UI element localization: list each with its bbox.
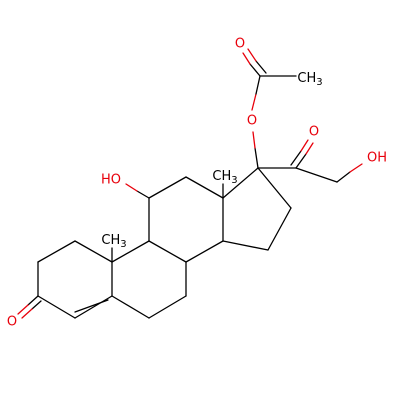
acetyl-ch3-label: CH3 [297,71,322,89]
hydroxyl-c11-label: HO [101,173,121,188]
side-hydroxyl-label: OH [367,151,387,166]
ketone-ring-bond [17,295,42,319]
ring-d [222,167,292,251]
ring-a [37,240,113,319]
methyl-c10-label: CH3 [101,233,126,251]
ketone-ring-o-label: O [7,315,17,330]
acetyl-o-label: O [235,37,245,52]
ring-b [111,240,187,319]
ring-c [148,176,224,263]
methyl-c13-label: CH3 [212,169,237,187]
side-ketone-o-label: O [309,125,319,140]
ester-o-label: O [247,114,257,129]
hydroxyl-c11-bond [125,183,150,199]
side-chain-bonds [257,139,363,183]
ester-bonds [242,48,297,169]
